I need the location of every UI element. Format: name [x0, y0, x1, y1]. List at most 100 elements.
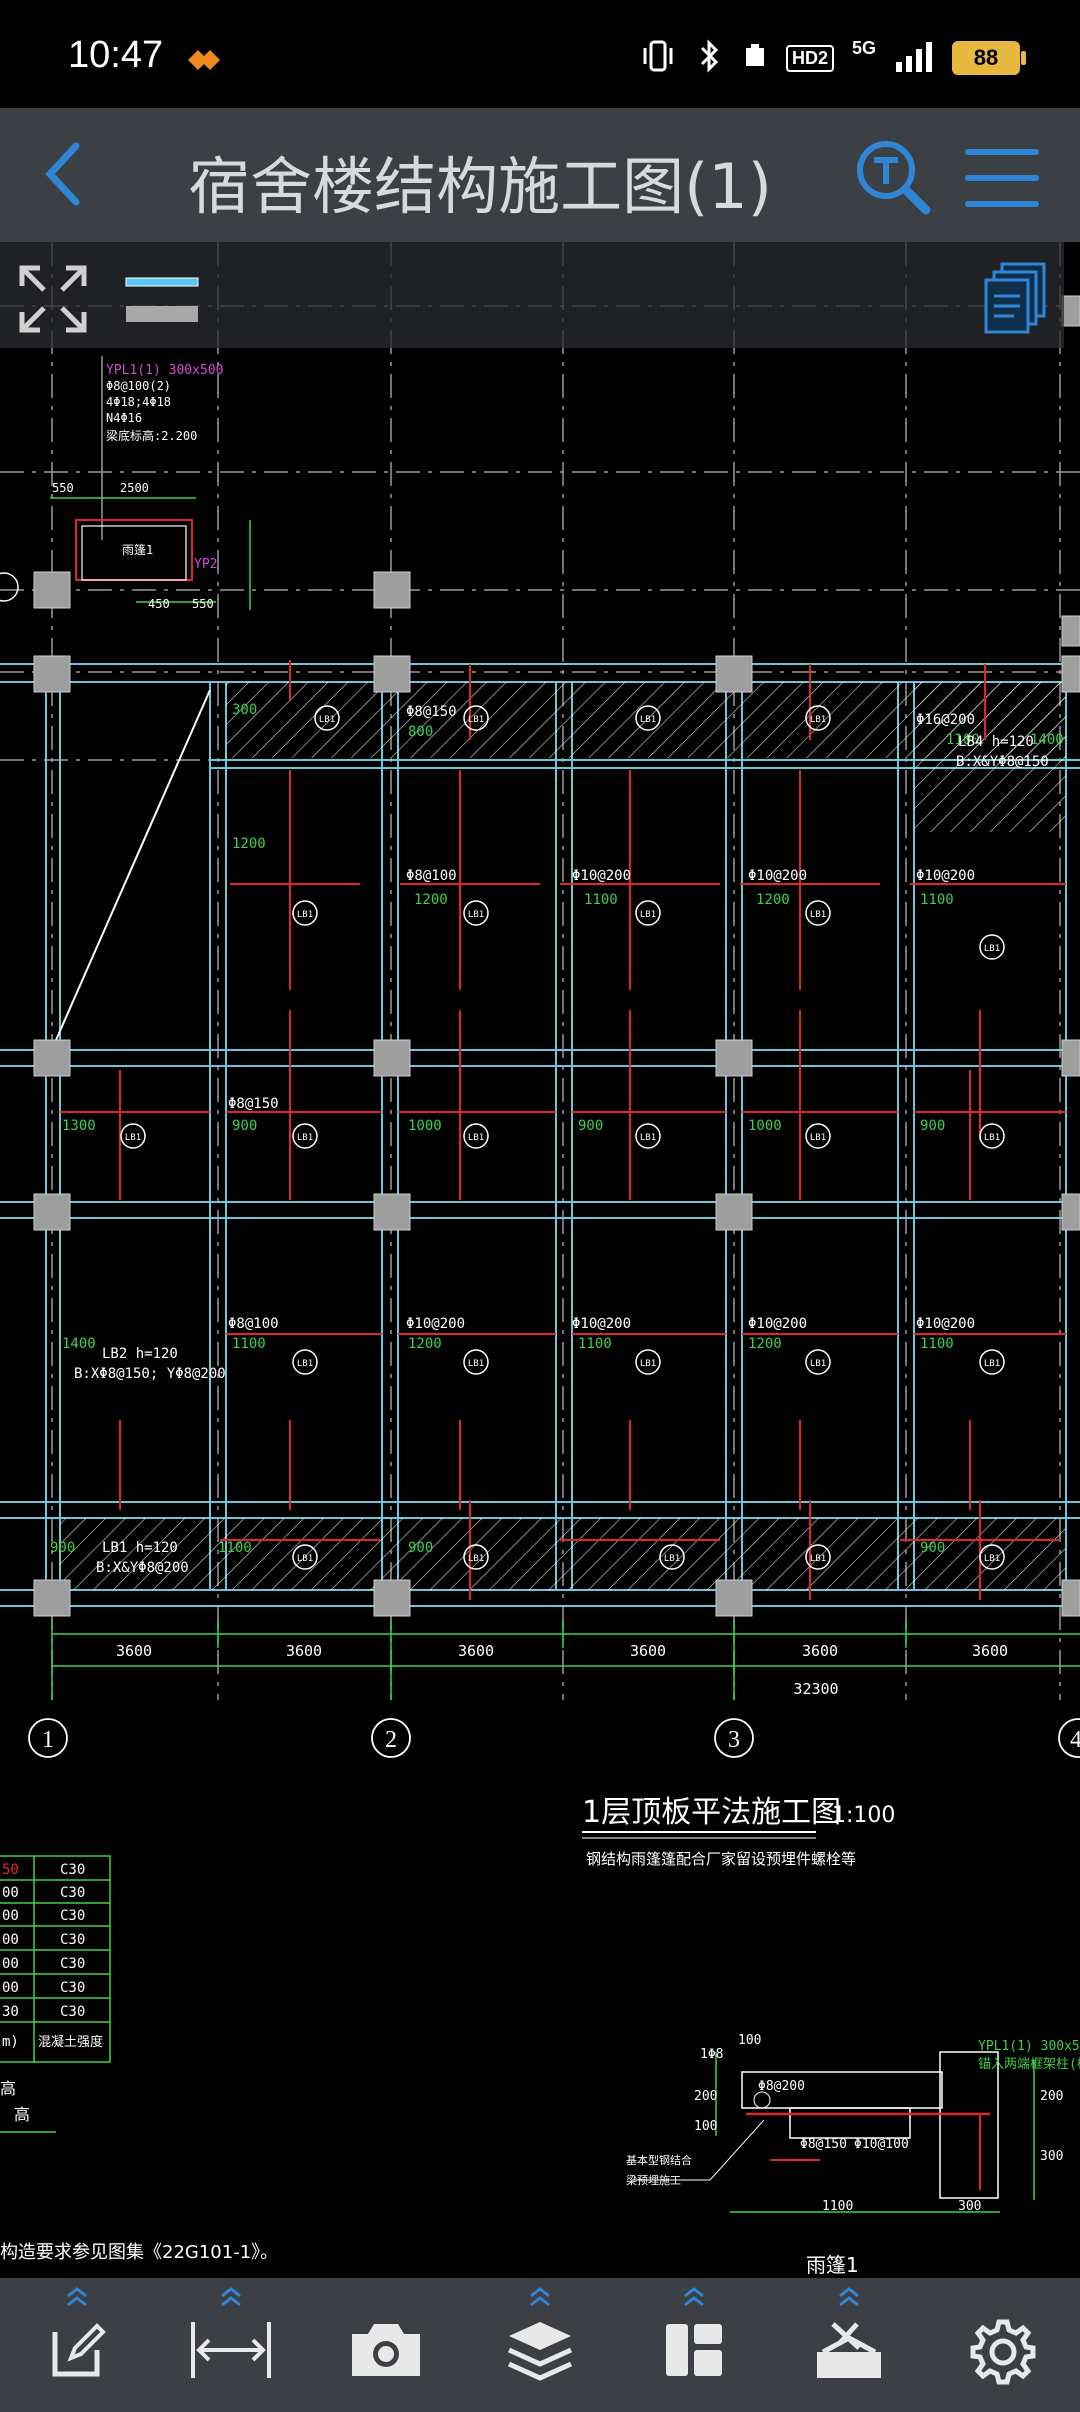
network-type: 5G	[851, 37, 876, 58]
svg-text:LB1: LB1	[984, 1359, 1000, 1369]
svg-text:00: 00	[2, 1980, 19, 1996]
svg-text:B:X&YΦ8@150: B:X&YΦ8@150	[956, 754, 1049, 770]
svg-text:YP2: YP2	[194, 557, 217, 572]
svg-text:C30: C30	[60, 1885, 85, 1901]
svg-text:YPL1(1) 300x500: YPL1(1) 300x500	[106, 363, 223, 378]
back-button[interactable]	[30, 134, 100, 214]
svg-text:Φ8@150: Φ8@150	[406, 704, 457, 720]
svg-text:00: 00	[2, 1932, 19, 1948]
svg-text:YPL1(1) 300x500: YPL1(1) 300x500	[978, 2039, 1080, 2054]
svg-text:32300: 32300	[793, 1680, 838, 1698]
chevron-up-icon	[67, 2287, 88, 2307]
edit-icon	[52, 2323, 106, 2377]
svg-text:Φ10@200: Φ10@200	[572, 1316, 631, 1332]
svg-text:3600: 3600	[116, 1642, 152, 1660]
bay-dim-texts: 3600 3600 3600 3600 3600 3600 32300	[116, 1642, 1008, 1698]
annotate-button[interactable]	[0, 2278, 154, 2412]
svg-text:LB1: LB1	[468, 1554, 484, 1564]
vibrate-icon	[640, 38, 676, 78]
svg-text:3600: 3600	[972, 1642, 1008, 1660]
line-weight-icon	[125, 277, 199, 322]
svg-text:混凝土强度: 混凝土强度	[38, 2034, 103, 2050]
svg-text:1100: 1100	[920, 1336, 954, 1352]
svg-text:LB1: LB1	[125, 1133, 141, 1143]
svg-text:3600: 3600	[802, 1642, 838, 1660]
svg-text:LB1: LB1	[297, 1133, 313, 1143]
svg-text:1100: 1100	[946, 732, 980, 748]
svg-text:C30: C30	[60, 2004, 85, 2020]
tools-button[interactable]	[771, 2278, 925, 2412]
svg-text:雨篷1: 雨篷1	[806, 2253, 859, 2277]
cad-drawing-canvas[interactable]: 300 800 1200 1200 1100 1200 1100 1300 90…	[0, 242, 1080, 2278]
hatched-slab-right	[914, 682, 1066, 832]
svg-text:1200: 1200	[414, 892, 448, 908]
svg-text:4Φ18;4Φ18: 4Φ18;4Φ18	[106, 395, 171, 409]
svg-text:Φ10@200: Φ10@200	[916, 1316, 975, 1332]
rebar-marks	[60, 660, 1066, 1600]
svg-text:1200: 1200	[232, 836, 266, 852]
svg-text:Φ8@100: Φ8@100	[406, 868, 457, 884]
expand-icon	[19, 265, 87, 333]
svg-text:1Φ8: 1Φ8	[700, 2047, 723, 2062]
panel-layout-icon	[666, 2324, 723, 2376]
drawing-title-block: 1层顶板平法施工图 1:100 钢结构雨篷篷配合厂家留设预埋件螺栓等	[582, 1795, 895, 1868]
svg-text:LB1: LB1	[468, 910, 484, 920]
svg-text:300: 300	[1040, 2149, 1063, 2164]
dim-texts: 300 800 1200 1200 1100 1200 1100 1300 90…	[50, 702, 1064, 1556]
canopy-top-left: YPL1(1) 300x500 YP2 Φ8@100(2) 4Φ18;4Φ18 …	[0, 356, 251, 611]
svg-text:LB1: LB1	[984, 1133, 1000, 1143]
svg-text:200: 200	[1040, 2089, 1063, 2104]
svg-text:LB1: LB1	[984, 1554, 1000, 1564]
svg-text:构造要求参见图集《22G101-1》。: 构造要求参见图集《22G101-1》。	[0, 2242, 278, 2263]
svg-text:900: 900	[920, 1118, 945, 1134]
svg-text:Φ10@200: Φ10@200	[748, 868, 807, 884]
svg-text:1层顶板平法施工图: 1层顶板平法施工图	[582, 1795, 841, 1830]
menu-button[interactable]	[962, 138, 1042, 218]
svg-text:LB1: LB1	[468, 715, 484, 725]
svg-text:900: 900	[408, 1540, 433, 1556]
bottom-toolbar	[0, 2278, 1080, 2412]
settings-button[interactable]	[926, 2278, 1080, 2412]
layers-button[interactable]	[463, 2278, 617, 2412]
svg-text:m): m)	[2, 2034, 19, 2050]
svg-text:LB4 h=120: LB4 h=120	[958, 734, 1034, 750]
svg-text:LB1: LB1	[664, 1554, 680, 1564]
svg-text:3600: 3600	[286, 1642, 322, 1660]
svg-text:N4Φ16: N4Φ16	[106, 411, 142, 425]
cad-toolbar	[0, 242, 1064, 348]
svg-text:1300: 1300	[62, 1118, 96, 1134]
svg-text:1100: 1100	[822, 2199, 853, 2214]
fullscreen-button[interactable]	[16, 262, 90, 336]
layouts-button[interactable]	[980, 258, 1050, 334]
chevron-up-icon	[221, 2287, 242, 2307]
svg-text:1200: 1200	[756, 892, 790, 908]
svg-text:C30: C30	[60, 1980, 85, 1996]
toolbox-icon	[816, 2322, 881, 2378]
svg-text:锚入两端框架柱(构造柱)内: 锚入两端框架柱(构造柱)内	[978, 2056, 1080, 2072]
svg-text:LB1: LB1	[640, 910, 656, 920]
svg-text:900: 900	[578, 1118, 603, 1134]
svg-text:Φ16@200: Φ16@200	[916, 712, 975, 728]
svg-text:1200: 1200	[408, 1336, 442, 1352]
text-search-button[interactable]	[852, 136, 932, 216]
hd-badge: HD2	[785, 44, 834, 72]
svg-text:梁底标高:2.200: 梁底标高:2.200	[106, 428, 197, 443]
svg-text:Φ8@150: Φ8@150	[800, 2137, 847, 2152]
measure-button[interactable]	[154, 2278, 308, 2412]
svg-text:900: 900	[232, 1118, 257, 1134]
layout-panel-button[interactable]	[617, 2278, 771, 2412]
axis-grid-lines	[0, 242, 1080, 1700]
screenshot-button[interactable]	[309, 2278, 463, 2412]
svg-text:LB1 h=120: LB1 h=120	[102, 1540, 178, 1556]
svg-text:200: 200	[694, 2089, 717, 2104]
gear-icon	[970, 2319, 1036, 2385]
chevron-left-icon	[45, 142, 80, 206]
rebar-texts: Φ8@150 Φ16@200 Φ8@100 Φ10@200 Φ10@200 Φ1…	[74, 704, 1049, 1576]
concrete-grade-table: 50 00 00 00 00 00 30 m) C30 C30 C30 C30 …	[0, 1855, 278, 2263]
svg-text:3600: 3600	[630, 1642, 666, 1660]
svg-text:1400: 1400	[62, 1336, 96, 1352]
title-bar: 宿舍楼结构施工图(1)	[0, 108, 1080, 242]
page-title: 宿舍楼结构施工图(1)	[188, 150, 772, 223]
line-weight-button[interactable]	[122, 264, 202, 334]
svg-text:Φ8@200: Φ8@200	[758, 2079, 805, 2094]
